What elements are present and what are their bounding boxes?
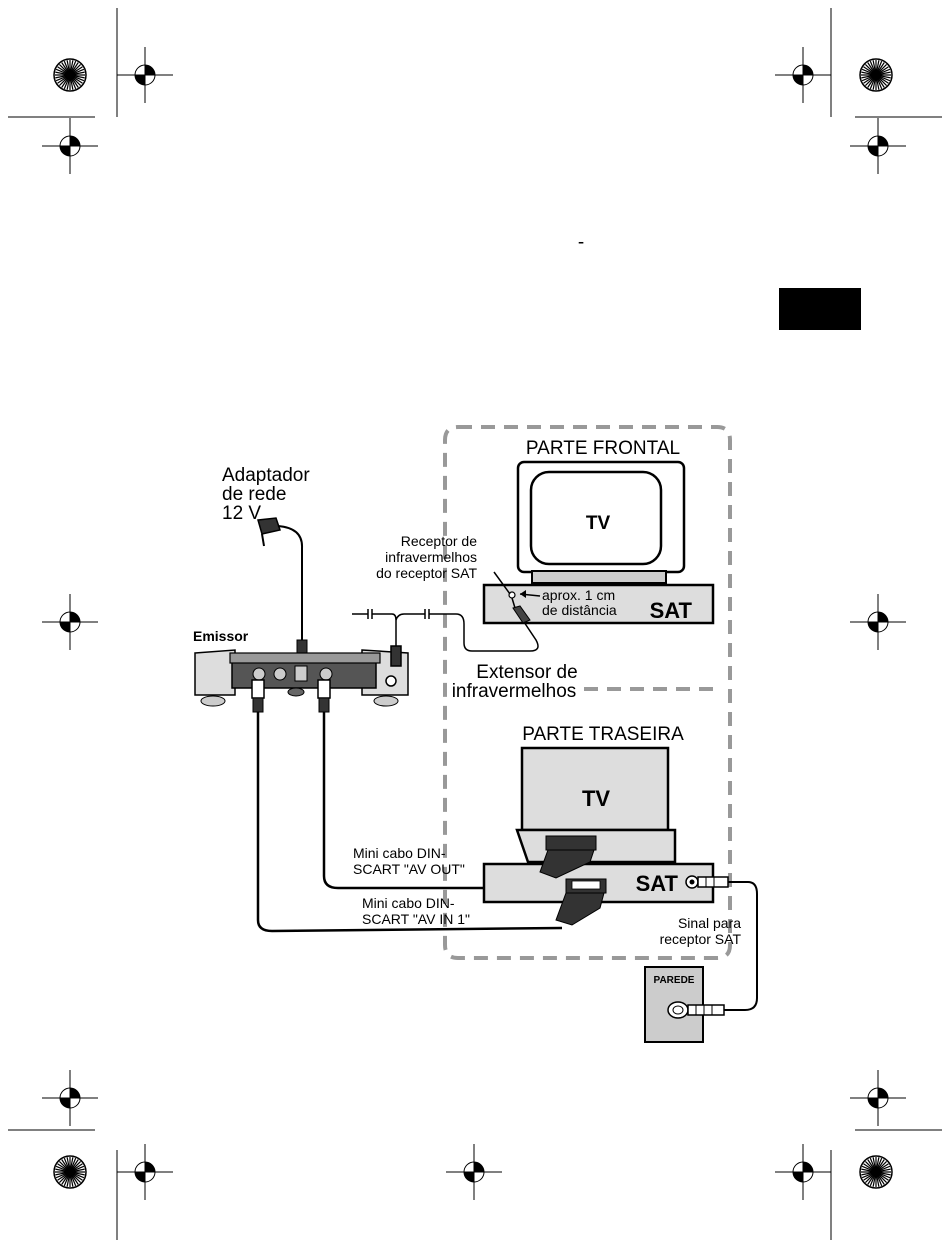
crosshair-icon [775,47,831,103]
crosshair-icon [42,118,98,174]
crosshair-icon [850,118,906,174]
av-out-cable-label-2: SCART "AV OUT" [353,861,465,877]
starburst-icon-top-right [860,59,892,91]
av-in-cable-label-2: SCART "AV IN 1" [362,911,470,927]
wall-socket: PAREDE [645,967,724,1042]
crosshair-icon [42,594,98,650]
ir-receiver-label-2: infravermelhos [385,549,477,565]
crosshair-icon [42,1070,98,1126]
tv-rear-label: TV [582,786,610,811]
chapter-tab [779,288,861,330]
crosshair-icon [850,594,906,650]
registration-marks [8,8,942,1240]
distance-label-2: de distância [542,602,617,618]
signal-label-2: receptor SAT [660,931,742,947]
ir-extender-label-1: Extensor de [476,662,577,683]
av-out-cable-label-1: Mini cabo DIN- [353,845,446,861]
ir-extender-label-2: infravermelhos [452,681,577,702]
starburst-icon-bottom-right [860,1156,892,1188]
crosshair-icon [775,1144,831,1200]
signal-label-1: Sinal para [678,915,741,931]
crosshair-icon [117,47,173,103]
power-adapter [258,518,307,660]
tv-front-label: TV [586,513,611,534]
wall-label: PAREDE [654,975,695,986]
crosshair-icon [117,1144,173,1200]
sat-rear-label: SAT [636,871,679,896]
tv-front: TV [518,462,684,583]
rear-section-title: PARTE TRASEIRA [522,724,684,745]
ir-receiver-label-1: Receptor de [401,533,477,549]
adapter-label-1: Adaptador [222,465,310,486]
starburst-icon-bottom-left [54,1156,86,1188]
front-section-title: PARTE FRONTAL [526,438,680,459]
crosshair-icon [446,1144,502,1200]
emitter-device [195,650,408,706]
crosshair-icon [850,1070,906,1126]
ir-receiver-label-3: do receptor SAT [376,565,477,581]
adapter-label-3: 12 V [222,503,261,524]
av-in-cable-label-1: Mini cabo DIN- [362,895,455,911]
adapter-label-2: de rede [222,484,286,505]
sat-front-label: SAT [650,598,693,623]
emitter-label: Emissor [193,628,249,644]
stray-mark: - [578,232,584,253]
starburst-icon-top-left [54,59,86,91]
distance-label-1: aprox. 1 cm [542,587,615,603]
